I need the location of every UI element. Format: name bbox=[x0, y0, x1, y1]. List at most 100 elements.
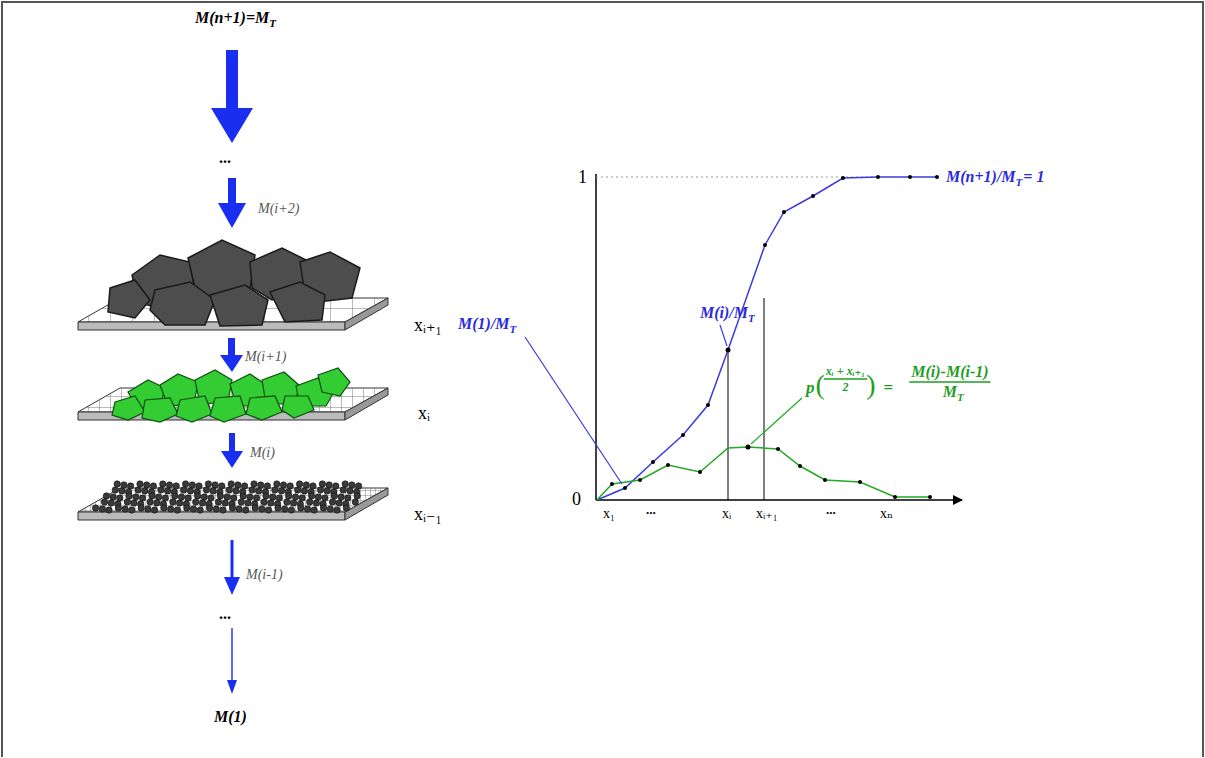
mass-label: M(i) bbox=[250, 446, 275, 460]
fine-particles bbox=[92, 481, 361, 513]
fine-particle bbox=[193, 499, 199, 505]
fine-particle bbox=[226, 487, 232, 493]
fine-particle bbox=[311, 507, 317, 513]
fine-particle bbox=[150, 483, 156, 489]
leader-line bbox=[720, 325, 727, 346]
fine-particle bbox=[162, 495, 168, 501]
fine-particle bbox=[201, 494, 207, 500]
fine-particle bbox=[338, 494, 344, 500]
fine-particle bbox=[319, 481, 325, 487]
fine-particle bbox=[301, 488, 307, 494]
fine-particle bbox=[229, 505, 235, 511]
fine-particle bbox=[340, 487, 346, 493]
fine-particle bbox=[231, 495, 237, 501]
fine-particle bbox=[168, 506, 174, 512]
fine-particle bbox=[241, 483, 247, 489]
mass-label: M(1) bbox=[214, 709, 247, 725]
fine-particle bbox=[317, 487, 323, 493]
fine-particle bbox=[286, 493, 292, 499]
fine-particle bbox=[103, 493, 109, 499]
fine-particle bbox=[352, 499, 358, 505]
fine-particle bbox=[122, 506, 128, 512]
fine-particle bbox=[121, 482, 127, 488]
formula-part: xᵢ + xᵢ₊₁ bbox=[826, 365, 865, 377]
fine-particle bbox=[101, 499, 107, 505]
fine-particle bbox=[238, 499, 244, 505]
fine-particle bbox=[199, 500, 205, 506]
fine-particle bbox=[124, 499, 130, 505]
fine-particle bbox=[347, 488, 353, 494]
fraction-bar bbox=[824, 378, 867, 380]
fine-particle bbox=[247, 494, 253, 500]
fine-particle bbox=[270, 494, 276, 500]
fine-particle bbox=[333, 483, 339, 489]
fine-particle bbox=[303, 482, 309, 488]
fine-particle bbox=[259, 506, 265, 512]
fine-particle bbox=[189, 482, 195, 488]
fine-particle bbox=[228, 481, 234, 487]
fine-particle bbox=[210, 488, 216, 494]
fine-particle bbox=[324, 488, 330, 494]
fine-particle bbox=[295, 487, 301, 493]
mass-label: M(i+1) bbox=[245, 350, 286, 364]
ellipsis: ... bbox=[646, 503, 656, 516]
fine-particle bbox=[197, 507, 203, 513]
fine-particle bbox=[274, 481, 280, 487]
leader-line bbox=[751, 398, 802, 444]
medium-particles bbox=[112, 368, 350, 422]
fine-particle bbox=[326, 482, 332, 488]
fine-particle bbox=[334, 507, 340, 513]
fine-particle bbox=[133, 494, 139, 500]
fine-particle bbox=[108, 500, 114, 506]
fine-particle bbox=[160, 481, 166, 487]
curve-label: = 1 bbox=[1023, 169, 1044, 185]
fine-particle bbox=[161, 505, 167, 511]
fraction-bar bbox=[909, 381, 990, 383]
fine-particle bbox=[129, 507, 135, 513]
fine-particle bbox=[261, 499, 267, 505]
fine-particle bbox=[119, 488, 125, 494]
fine-particle bbox=[164, 488, 170, 494]
fine-particle bbox=[327, 506, 333, 512]
axis-tick-label: xₙ bbox=[880, 507, 893, 521]
callout-label: M(1)/M bbox=[458, 316, 510, 332]
fine-particle bbox=[215, 499, 221, 505]
fine-particle bbox=[243, 507, 249, 513]
fine-particle bbox=[127, 483, 133, 489]
fine-particle bbox=[310, 483, 316, 489]
fine-particle bbox=[190, 506, 196, 512]
fine-particle bbox=[292, 494, 298, 500]
fine-particle bbox=[131, 500, 137, 506]
fine-particle bbox=[184, 505, 190, 511]
formula-part: 2 bbox=[843, 381, 849, 393]
fine-particle bbox=[308, 493, 314, 499]
fine-particle bbox=[296, 481, 302, 487]
mass-label: M(i-1) bbox=[246, 568, 283, 582]
fine-particle bbox=[329, 499, 335, 505]
fine-particle bbox=[115, 505, 121, 511]
fine-particle bbox=[264, 483, 270, 489]
formula-part: M bbox=[943, 384, 957, 400]
formula-part: ) bbox=[866, 371, 875, 399]
fine-particle bbox=[287, 483, 293, 489]
mass-label: M(i+2) bbox=[258, 202, 299, 216]
fine-particle bbox=[170, 499, 176, 505]
subscript: T bbox=[1016, 177, 1023, 188]
fine-particle bbox=[355, 483, 361, 489]
fine-particle bbox=[156, 494, 162, 500]
fine-particle bbox=[137, 481, 143, 487]
fine-particle bbox=[181, 487, 187, 493]
axis-tick-label: x₁ bbox=[603, 507, 615, 521]
fine-particle bbox=[240, 493, 246, 499]
fine-particle bbox=[258, 482, 264, 488]
fine-particle bbox=[343, 505, 349, 511]
mass-label: M(n+1)=M bbox=[195, 10, 269, 26]
axis-tick-label: xᵢ₊₁ bbox=[756, 507, 778, 521]
fine-particle bbox=[276, 495, 282, 501]
sieve-size-label: xᵢ₋₁ bbox=[414, 505, 442, 523]
fine-particle bbox=[322, 495, 328, 501]
fine-particle bbox=[298, 505, 304, 511]
subscript: T bbox=[957, 392, 964, 403]
fine-particle bbox=[151, 507, 157, 513]
